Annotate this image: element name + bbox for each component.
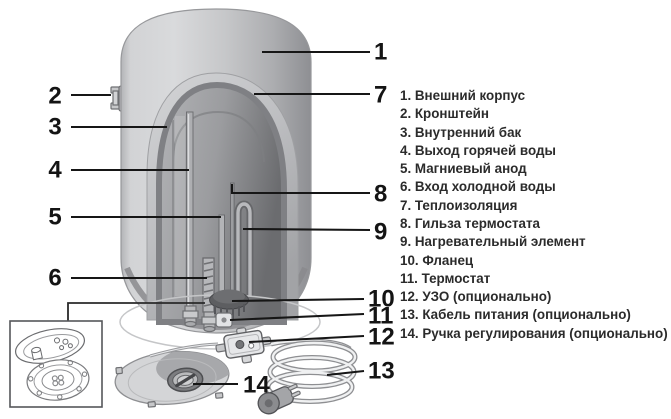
callout-7: 7 (374, 82, 387, 109)
legend-item-12: 12. УЗО (опционально) (400, 289, 552, 305)
legend-item-14: 14. Ручка регулирования (опционально) (400, 325, 668, 341)
flange-detail-inset (9, 302, 205, 408)
thermostat-sleeve (230, 182, 235, 302)
flange-plate-detail (26, 359, 90, 401)
callout-3: 3 (48, 114, 61, 141)
tank-top-arc (172, 110, 265, 163)
rcd-block (215, 327, 272, 364)
callout-5: 5 (48, 204, 61, 231)
callout-4: 4 (48, 157, 62, 184)
legend-item-3: 3. Внутренний бак (400, 124, 522, 140)
heating-element (234, 200, 254, 296)
legend-item-11: 11. Термостат (400, 270, 491, 286)
callout-1: 1 (374, 39, 387, 66)
legend-item-5: 5. Магниевый анод (400, 161, 527, 177)
power-plug (257, 383, 301, 415)
parts-legend: 1. Внешний корпус 2. Кронштейн 3. Внутре… (400, 87, 668, 343)
callout-numbers: 1 2 3 4 5 6 7 8 9 10 11 12 13 14 (48, 39, 394, 399)
callout-8: 8 (374, 181, 387, 208)
legend-item-9: 9. Нагревательный элемент (400, 234, 586, 250)
bottom-cover (114, 347, 232, 408)
callout-6: 6 (48, 265, 61, 292)
callout-10: 10 (368, 286, 395, 313)
pipe-fittings (182, 305, 218, 333)
tank-highlight (175, 116, 185, 296)
legend-item-2: 2. Кронштейн (400, 106, 489, 122)
legend-item-13: 13. Кабель питания (опционально) (400, 307, 631, 323)
callout-9: 9 (374, 219, 387, 246)
magnesium-anode (218, 214, 225, 300)
leader-lines (71, 50, 371, 386)
legend-item-7: 7. Теплоизоляция (400, 197, 518, 213)
legend-item-10: 10. Фланец (400, 252, 474, 268)
legend-item-1: 1. Внешний корпус (400, 88, 526, 103)
legend-item-6: 6. Вход холодной воды (400, 179, 556, 195)
thermostat (215, 312, 233, 328)
callout-12: 12 (368, 324, 395, 351)
callout-14: 14 (243, 372, 270, 399)
callout-13: 13 (368, 358, 395, 385)
legend-item-8: 8. Гильза термостата (400, 215, 540, 231)
callout-2: 2 (48, 83, 61, 110)
legend-item-4: 4. Выход горячей воды (400, 142, 556, 158)
control-knob (166, 367, 204, 393)
callout-11: 11 (368, 303, 393, 330)
